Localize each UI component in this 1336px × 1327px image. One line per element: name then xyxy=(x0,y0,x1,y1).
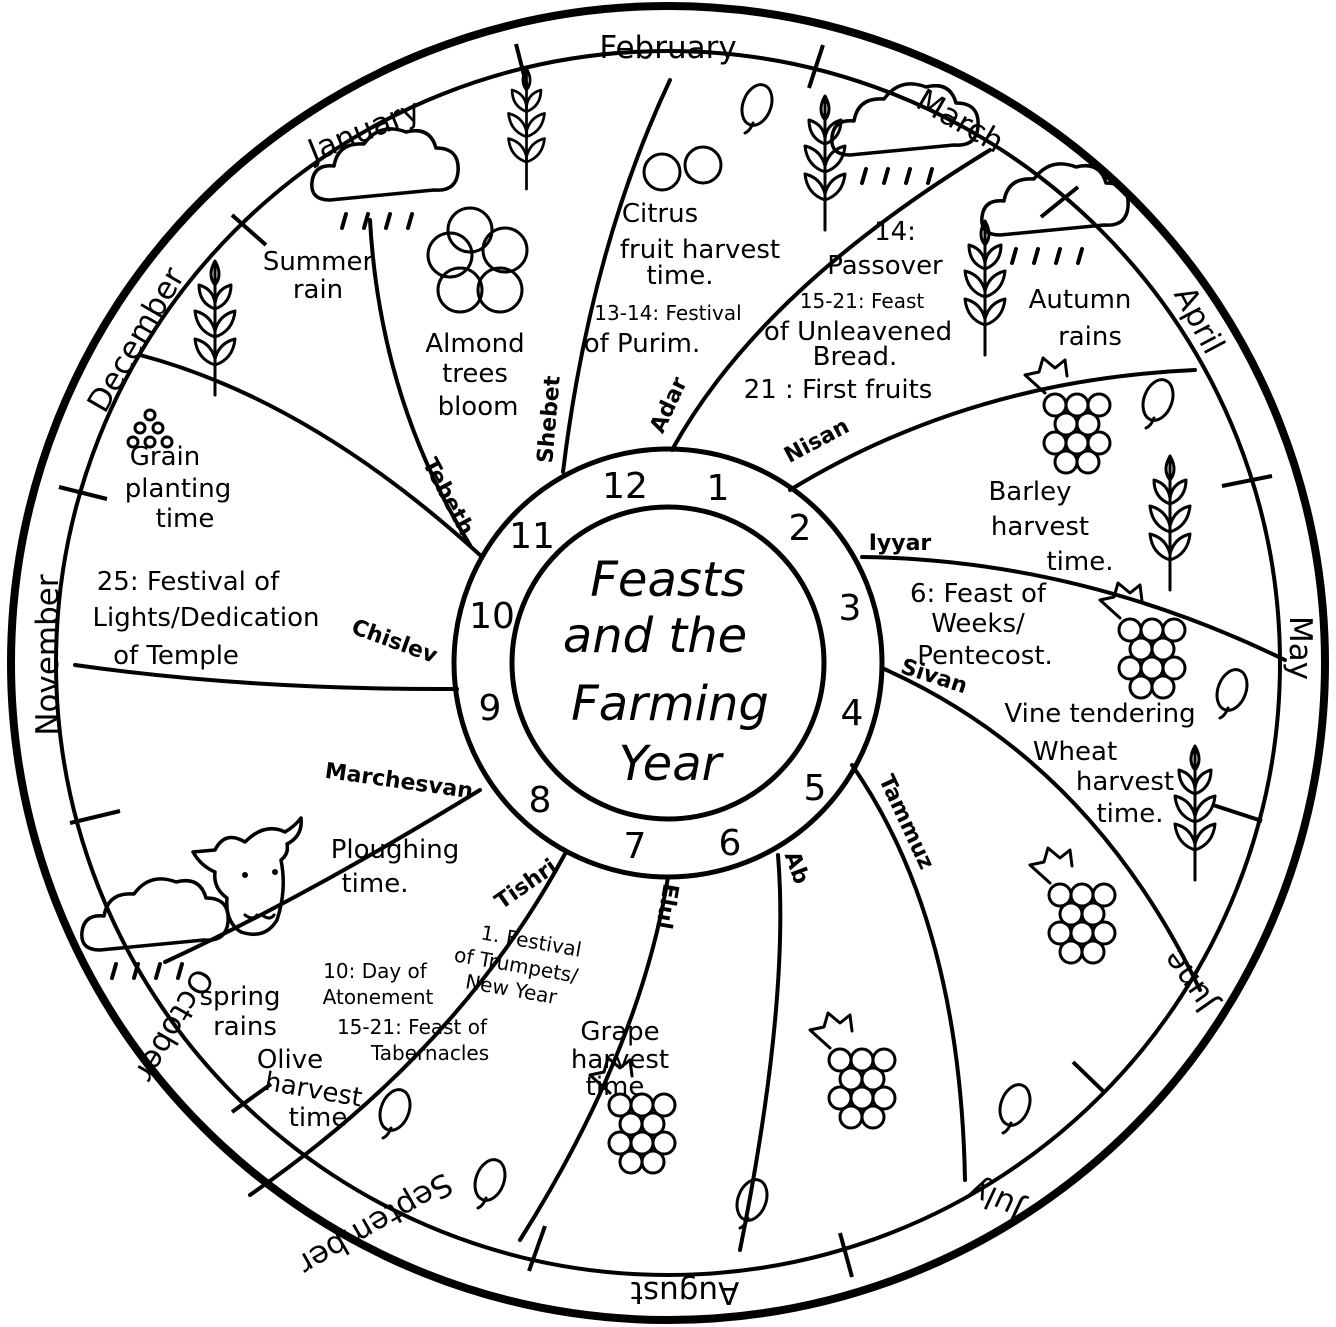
month-may: May xyxy=(1282,616,1318,680)
number-10: 10 xyxy=(469,596,515,637)
number-5: 5 xyxy=(804,768,827,809)
first-fruits: 21 : First fruits xyxy=(744,375,933,405)
hebrew-tishri: Tishri xyxy=(491,854,562,914)
title-line-4: Year xyxy=(619,736,725,792)
spring-rains-line-2: rains xyxy=(213,1012,277,1042)
number-11: 11 xyxy=(509,516,555,557)
olive-line-3: time xyxy=(289,1103,348,1133)
hebrew-iyyar: Iyyar xyxy=(869,531,932,556)
passover-line-1: 14: xyxy=(874,217,916,247)
hebrew-marchesvan: Marchesvan xyxy=(323,759,474,805)
hebrew-shebet: Shebet xyxy=(533,374,566,464)
number-6: 6 xyxy=(719,823,742,864)
weeks-line-1: 6: Feast of xyxy=(910,579,1047,609)
grain-line-3: time xyxy=(156,504,215,534)
number-7: 7 xyxy=(624,826,647,867)
wheat-line-3: time. xyxy=(1096,799,1163,829)
month-august: August xyxy=(631,1274,740,1310)
month-june: June xyxy=(1156,943,1225,1021)
citrus-line-1: Citrus xyxy=(622,199,698,229)
hebrew-elul: Elul xyxy=(650,881,683,930)
almond-blossom-icon xyxy=(428,208,527,312)
olive-icon xyxy=(1138,375,1179,428)
weeks-line-3: Pentecost. xyxy=(917,641,1053,671)
month-november: November xyxy=(30,574,66,736)
purim-line-1: 13-14: Festival xyxy=(594,301,741,325)
number-12: 12 xyxy=(602,466,648,507)
unleavened-line-3: Bread. xyxy=(813,342,898,372)
weeks-line-2: Weeks/ xyxy=(931,609,1025,639)
autumn-rains-line-1: Autumn xyxy=(1029,285,1132,315)
grapes-icon xyxy=(1030,848,1115,963)
tabernacles-line-1: 15-21: Feast of xyxy=(337,1015,488,1039)
title-line-2: and the xyxy=(563,608,747,664)
month-september: September xyxy=(292,1165,459,1282)
hebrew-ab: Ab xyxy=(779,848,814,887)
wheat-line-1: Wheat xyxy=(1033,737,1117,767)
number-9: 9 xyxy=(479,688,502,729)
barley-line-2: harvest xyxy=(991,512,1089,542)
olive-icon xyxy=(470,1155,511,1208)
lights-line-2: Lights/Dedication xyxy=(93,603,320,633)
unleavened-line-1: 15-21: Feast xyxy=(800,289,925,313)
olive-icon xyxy=(375,1085,416,1138)
purim-line-2: of Purim. xyxy=(584,329,701,359)
grape-line-2: harvest xyxy=(571,1045,669,1075)
spring-rains-line-1: spring xyxy=(200,982,281,1012)
atonement-line-2: Atonement xyxy=(323,985,434,1009)
number-ring: 1 2 3 4 5 6 7 8 9 10 11 12 xyxy=(469,466,863,867)
hebrew-tammuz: Tammuz xyxy=(873,771,938,873)
passover-line-2: Passover xyxy=(827,251,943,281)
grape-line-1: Grape xyxy=(580,1017,659,1047)
wheat-icon xyxy=(965,221,1005,355)
grain-line-2: planting xyxy=(125,474,232,504)
barley-line-1: Barley xyxy=(988,477,1071,507)
number-3: 3 xyxy=(839,588,862,629)
ox-head-icon xyxy=(193,818,301,934)
citrus-icon xyxy=(644,147,721,190)
annotations: Citrus fruit harvest time. 13-14: Festiv… xyxy=(93,199,1196,1133)
summer-rain-line-1: Summer xyxy=(263,247,374,277)
wheat-icon xyxy=(1175,746,1215,880)
ploughing-line-1: Ploughing xyxy=(331,835,459,865)
autumn-rains-line-2: rains xyxy=(1058,322,1122,352)
summer-rain-line-2: rain xyxy=(293,275,343,305)
grapes-icon xyxy=(1100,583,1185,698)
number-1: 1 xyxy=(707,468,730,509)
number-2: 2 xyxy=(789,508,812,549)
center-title: Feasts and the Farming Year xyxy=(563,552,769,792)
almond-line-1: Almond xyxy=(425,329,524,359)
olive-icon xyxy=(737,80,778,133)
wheat-icon xyxy=(805,96,845,230)
almond-line-3: bloom xyxy=(438,392,519,422)
lights-line-1: 25: Festival of xyxy=(97,567,280,597)
number-8: 8 xyxy=(529,780,552,821)
title-line-1: Feasts xyxy=(590,552,745,608)
citrus-line-3: time. xyxy=(646,261,713,291)
ploughing-line-2: time. xyxy=(341,869,408,899)
cloud-rain-icon xyxy=(982,164,1128,263)
olive-icon xyxy=(995,1080,1036,1133)
atonement-line-1: 10: Day of xyxy=(323,959,428,983)
month-february: February xyxy=(599,30,736,66)
almond-line-2: trees xyxy=(442,359,508,389)
hebrew-chislev: Chislev xyxy=(348,615,441,669)
olive-icon xyxy=(1212,665,1253,718)
grapes-icon xyxy=(1025,358,1110,473)
lights-line-3: of Temple xyxy=(113,641,239,671)
cloud-rain-icon xyxy=(82,879,228,978)
tabernacles-line-2: Tabernacles xyxy=(370,1041,489,1065)
wheat-icon xyxy=(1150,456,1190,590)
number-4: 4 xyxy=(841,693,864,734)
grapes-icon xyxy=(810,1013,895,1128)
barley-line-3: time. xyxy=(1046,547,1113,577)
wheat-line-2: harvest xyxy=(1076,767,1174,797)
title-line-3: Farming xyxy=(571,676,769,732)
vine-tendering: Vine tendering xyxy=(1004,699,1195,729)
wheat-icon xyxy=(509,68,545,189)
